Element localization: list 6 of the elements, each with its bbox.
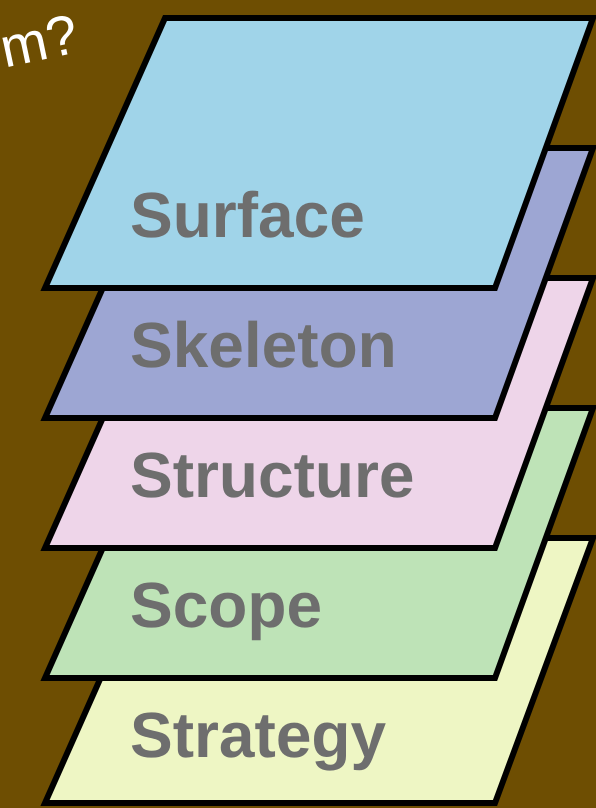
heading-text: m? xyxy=(0,0,84,80)
layer-label: Scope xyxy=(130,570,322,640)
layer-label: Skeleton xyxy=(130,310,397,380)
layer-label: Surface xyxy=(130,180,365,250)
layer-label: Structure xyxy=(130,440,414,510)
layer-label: Strategy xyxy=(130,700,386,770)
